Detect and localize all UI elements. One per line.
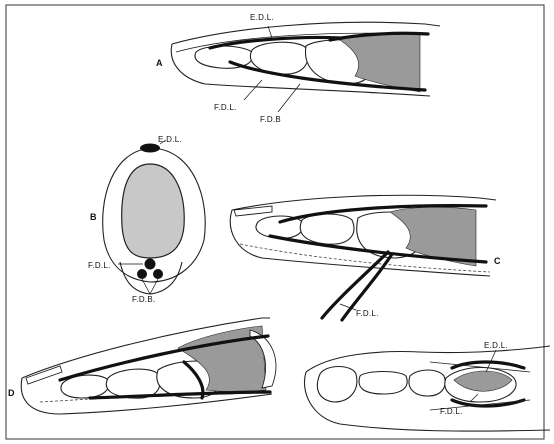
panel-a-letter: A bbox=[156, 58, 163, 68]
panel-b-edl-tendon bbox=[140, 144, 160, 153]
panel-b-fdb-label: F.D.B. bbox=[132, 295, 156, 304]
panel-b-fdb-tendon-right bbox=[153, 269, 163, 279]
panel-a-fdb-label: F.D.B bbox=[260, 115, 281, 124]
panel-b-fdl-tendon bbox=[145, 259, 156, 270]
panel-e-fdl-label: F.D.L. bbox=[440, 407, 463, 416]
panel-c-letter: C bbox=[494, 256, 501, 266]
panel-a-edl-label: E.D.L. bbox=[250, 13, 274, 22]
panel-b-edl-label: E.D.L. bbox=[158, 135, 182, 144]
panel-b-fdl-label: F.D.L. bbox=[88, 261, 111, 270]
panel-b-letter: B bbox=[90, 212, 97, 222]
panel-b-fdb-tendon-left bbox=[137, 269, 147, 279]
panel-d-letter: D bbox=[8, 388, 15, 398]
panel-a-fdl-label: F.D.L. bbox=[214, 103, 237, 112]
panel-c-fdl-label: F.D.L. bbox=[356, 309, 379, 318]
panel-e-edl-label: E.D.L. bbox=[484, 341, 508, 350]
